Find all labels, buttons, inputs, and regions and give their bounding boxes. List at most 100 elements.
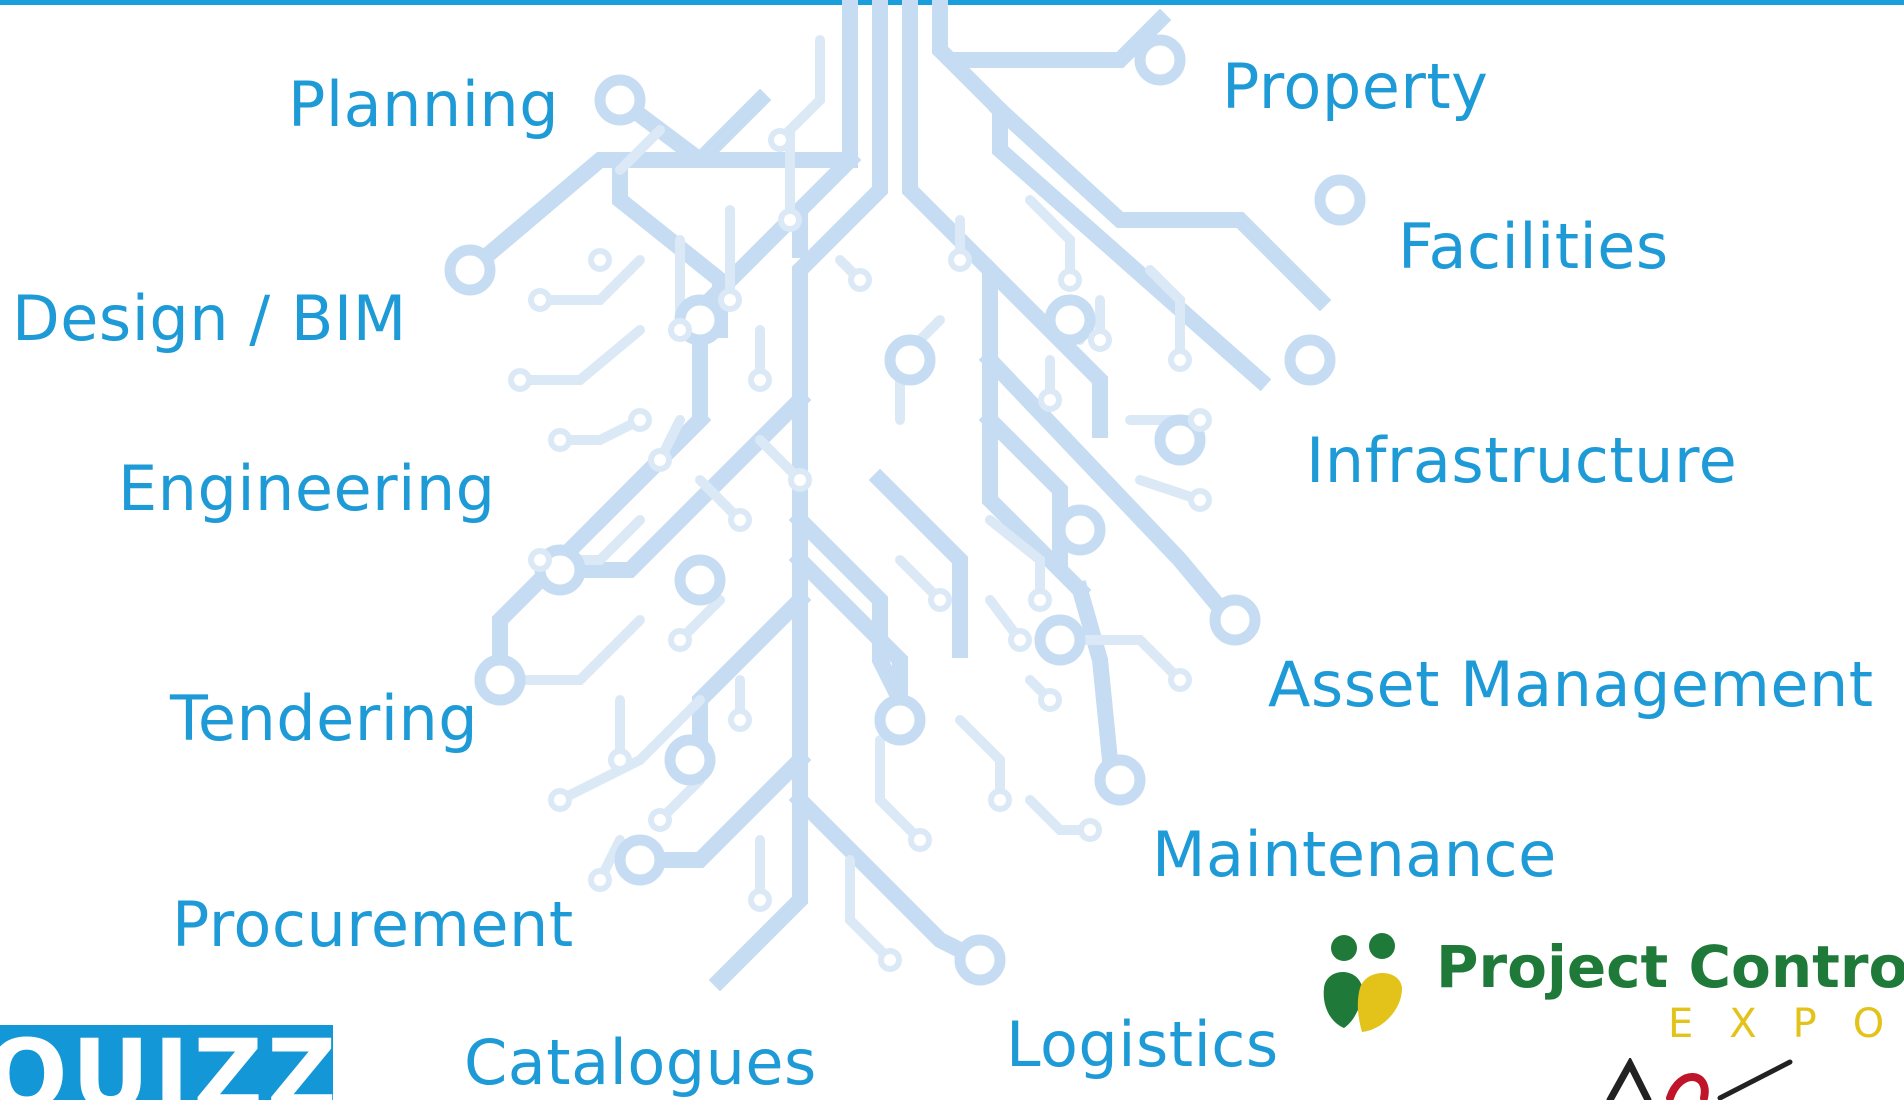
tree-dot-35 [1028, 588, 1052, 612]
tree-branch-14 [788, 788, 991, 971]
tree-dot-52 [648, 448, 672, 472]
tree-twig-54 [845, 855, 895, 965]
label-catalogues: Catalogues [464, 1026, 817, 1099]
label-property: Property [1222, 50, 1489, 123]
tree-branch-11 [458, 88, 772, 282]
tree-dot-43 [668, 628, 692, 652]
tree-dot-24 [528, 288, 552, 312]
tree-node-3 [474, 654, 526, 706]
tree-node-7 [1134, 34, 1186, 86]
tree-dot-28 [848, 268, 872, 292]
tree-twig-29 [555, 415, 645, 445]
top-accent-bar [0, 0, 1904, 5]
tree-branch-1 [708, 0, 888, 992]
tree-node-11 [1094, 754, 1146, 806]
project-controls-expo-logo-icon [1323, 933, 1402, 1032]
tree-node-10 [1209, 594, 1261, 646]
tree-node-8 [1314, 174, 1366, 226]
project-controls-title: Project Controls [1436, 933, 1904, 1001]
tree-node-9 [1284, 334, 1336, 386]
tree-dot-44 [548, 788, 572, 812]
tree-twig-26 [615, 125, 665, 175]
tree-twig-50 [555, 695, 705, 805]
tree-node-17 [674, 554, 726, 606]
label-engineering: Engineering [118, 452, 496, 525]
tree-twig-27 [535, 255, 645, 305]
tree-branch-0 [492, 0, 858, 688]
tree-dot-30 [1058, 268, 1082, 292]
label-tendering: Tendering [170, 682, 479, 755]
tree-dot-41 [528, 548, 552, 572]
tree-dot-34 [1188, 488, 1212, 512]
tree-dot-54 [1038, 388, 1062, 412]
tree-dot-37 [1038, 688, 1062, 712]
tree-dot-50 [728, 708, 752, 732]
tree-node-16 [874, 694, 926, 746]
tree-twig-33 [1025, 195, 1075, 285]
label-design-bim: Design / BIM [12, 282, 407, 355]
tree-twig-28 [515, 325, 645, 385]
project-controls-expo-subtitle: EXPO [1668, 1001, 1904, 1047]
tree-branch-19 [978, 258, 1108, 438]
tree-branch-5 [988, 98, 1332, 312]
tree-dot-42 [608, 748, 632, 772]
tree-dot-22 [718, 288, 742, 312]
tree-node-19 [1034, 614, 1086, 666]
tree-dot-45 [588, 868, 612, 892]
tree-dot-23 [668, 318, 692, 342]
tree-twig-41 [1075, 635, 1185, 685]
label-maintenance: Maintenance [1152, 818, 1557, 891]
tree-dot-27 [748, 368, 772, 392]
tree-dot-46 [648, 808, 672, 832]
tree-node-12 [954, 934, 1006, 986]
tree-dot-20 [768, 128, 792, 152]
tree-dot-32 [1088, 328, 1112, 352]
tree-twig-34 [1145, 265, 1185, 365]
label-facilities: Facilities [1398, 210, 1669, 283]
label-planning: Planning [288, 68, 560, 141]
tree-dot-31 [1168, 348, 1192, 372]
tree-node-14 [1044, 294, 1096, 346]
quizz-logo: QUIZZ [0, 1025, 333, 1100]
tree-node-18 [1054, 504, 1106, 556]
label-asset-management: Asset Management [1268, 648, 1874, 721]
tree-node-1 [444, 244, 496, 296]
tree-branch-10 [978, 348, 1242, 632]
tree-dot-55 [1008, 628, 1032, 652]
tree-dot-29 [948, 248, 972, 272]
label-logistics: Logistics [1006, 1008, 1279, 1081]
label-procurement: Procurement [172, 888, 574, 961]
sketch-logo-icon [1606, 1058, 1793, 1100]
tree-twig-40 [985, 515, 1045, 605]
tree-dot-36 [1168, 668, 1192, 692]
tree-dot-47 [748, 888, 772, 912]
quizz-logo-text: QUIZZ [0, 1025, 333, 1100]
tree-node-13 [884, 334, 936, 386]
tree-dot-48 [878, 948, 902, 972]
tree-dot-21 [778, 208, 802, 232]
tree-dot-40 [908, 828, 932, 852]
tree-branch-15 [792, 148, 862, 258]
tree-dot-38 [988, 788, 1012, 812]
tree-branch-18 [788, 508, 911, 711]
tree-branch-17 [588, 408, 712, 532]
label-infrastructure: Infrastructure [1306, 424, 1738, 497]
tree-node-6 [614, 834, 666, 886]
tree-twig-47 [495, 615, 645, 685]
tree-dot-26 [548, 428, 572, 452]
tree-node-5 [664, 734, 716, 786]
tree-node-15 [1154, 414, 1206, 466]
tree-dot-25 [508, 368, 532, 392]
tree-dot-51 [728, 508, 752, 532]
tree-dot-57 [628, 408, 652, 432]
tree-dot-53 [788, 468, 812, 492]
tree-dot-39 [1078, 818, 1102, 842]
tree-node-0 [594, 74, 646, 126]
tree-branch-20 [1070, 580, 1119, 769]
tree-twig-43 [955, 715, 1005, 805]
tree-dot-33 [1188, 408, 1212, 432]
tree-twig-22 [775, 35, 825, 145]
tree-branch-4 [952, 8, 1172, 68]
tree-twig-45 [875, 735, 925, 845]
